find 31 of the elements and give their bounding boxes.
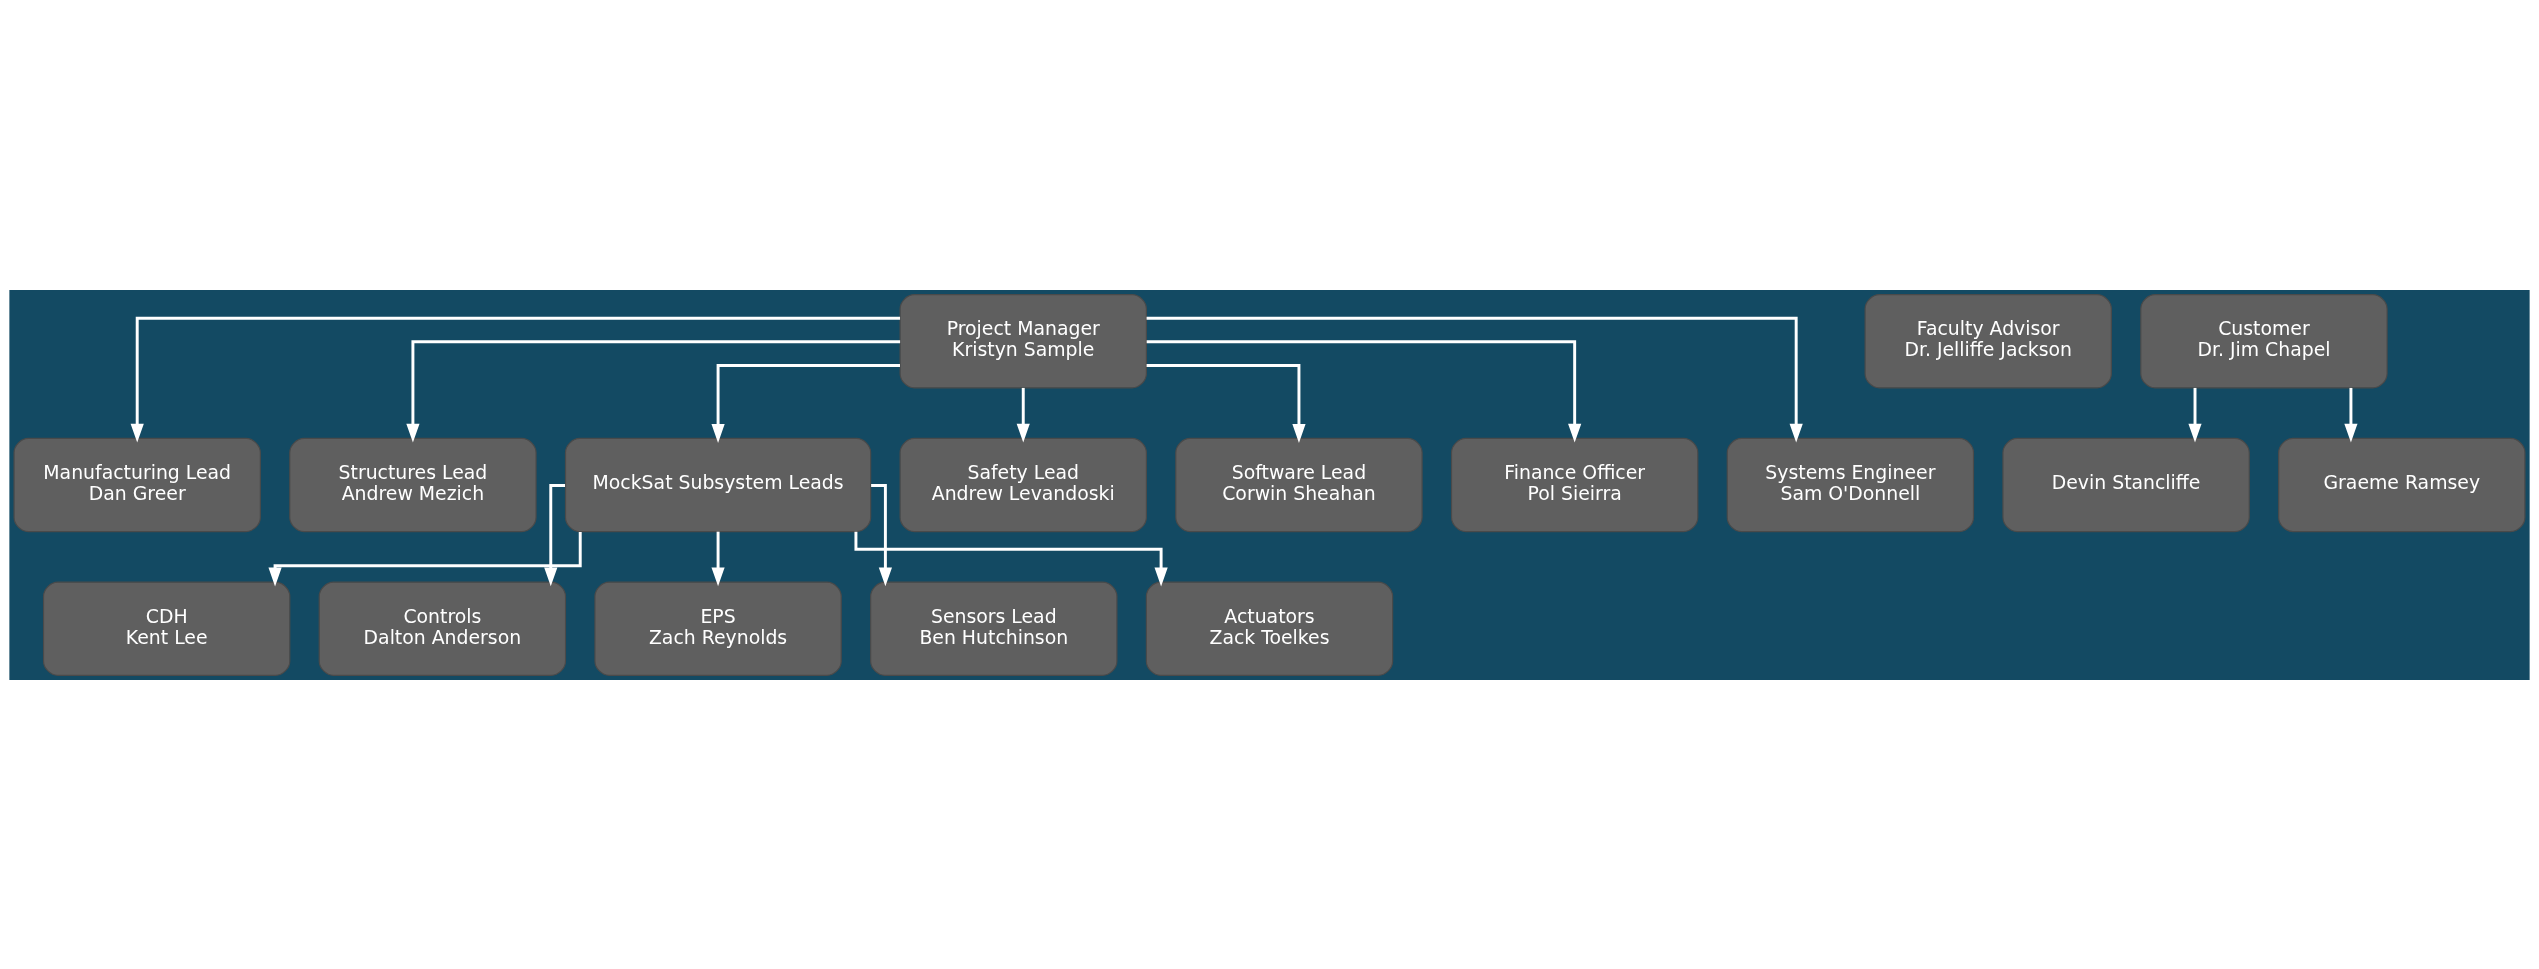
arrow xyxy=(711,531,725,586)
arrow xyxy=(1146,339,1582,443)
node-box: Devin Stancliffe xyxy=(2002,437,2250,532)
arrow xyxy=(2188,387,2202,443)
node-box: Controls Dalton Anderson xyxy=(318,581,567,676)
node-box: Software Lead Corwin Sheahan xyxy=(1175,437,1423,532)
node-box: Sensors Lead Ben Hutchinson xyxy=(870,581,1118,676)
arrow xyxy=(130,316,901,443)
node-box: Actuators Zack Toelkes xyxy=(1145,581,1394,676)
node-box: Finance Officer Pol Sieirra xyxy=(1450,437,1699,532)
node-box: CDH Kent Lee xyxy=(42,581,291,676)
node-box: Faculty Advisor Dr. Jelliffe Jackson xyxy=(1864,293,2112,388)
node-box: Structures Lead Andrew Mezich xyxy=(289,437,537,532)
arrow xyxy=(544,483,566,586)
arrow xyxy=(854,531,1168,586)
node-box: Manufacturing Lead Dan Greer xyxy=(13,437,261,532)
node-box: Project Manager Kristyn Sample xyxy=(899,293,1147,388)
node-box: EPS Zach Reynolds xyxy=(594,581,842,676)
arrow xyxy=(1016,387,1030,443)
node-box: MockSat Subsystem Leads xyxy=(564,437,872,532)
arrow xyxy=(268,531,582,586)
node-box: Systems Engineer Sam O'Donnell xyxy=(1726,437,1975,532)
arrow xyxy=(1146,316,1803,443)
node-box: Graeme Ramsey xyxy=(2278,437,2526,532)
arrow xyxy=(1146,363,1306,443)
arrow xyxy=(406,339,901,443)
arrow xyxy=(2344,387,2358,443)
arrow xyxy=(711,363,900,443)
arrow xyxy=(871,483,892,586)
node-box: Customer Dr. Jim Chapel xyxy=(2140,293,2388,388)
node-box: Safety Lead Andrew Levandoski xyxy=(899,437,1147,532)
